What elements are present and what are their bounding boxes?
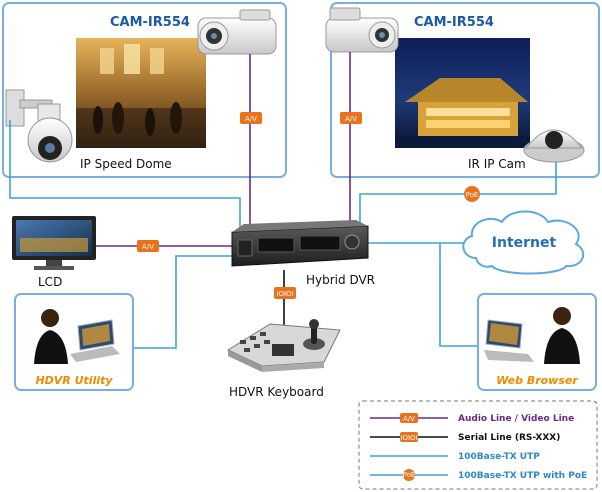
legend-utp-poe-line: PoE 100Base-TX UTP with PoE: [370, 469, 587, 481]
av-tag-left-cam: A/V: [240, 112, 262, 124]
utp-line-web-browser: [439, 243, 478, 347]
legend-serial-line: IOIOI Serial Line (RS-XXX): [370, 432, 560, 443]
utility-user-laptop-icon: [34, 309, 120, 364]
left-bullet-camera-icon: [197, 9, 277, 55]
ir-dome-camera-icon: [523, 129, 585, 163]
lobby-photo: [76, 38, 206, 148]
ir-ip-cam-label: IR IP Cam: [468, 157, 526, 171]
hybrid-dvr-icon: [231, 220, 369, 267]
svg-text:A/V: A/V: [142, 243, 154, 251]
dvr-label: Hybrid DVR: [306, 273, 375, 287]
hdvr-utility-label: HDVR Utility: [35, 374, 113, 387]
legend-av-line: A/V Audio Line / Video Line: [370, 413, 574, 424]
svg-text:PoE: PoE: [466, 191, 479, 199]
legend-utp-line: 100Base-TX UTP: [370, 452, 540, 462]
svg-text:100Base-TX UTP with PoE: 100Base-TX UTP with PoE: [458, 471, 587, 481]
speed-dome-camera-icon: [5, 89, 73, 163]
keyboard-label: HDVR Keyboard: [229, 385, 324, 399]
lcd-label: LCD: [38, 275, 62, 289]
hdvr-keyboard-icon: [226, 319, 341, 372]
left-camera-title: CAM-IR554: [110, 15, 190, 30]
svg-text:PoE: PoE: [403, 471, 416, 479]
right-camera-title: CAM-IR554: [414, 15, 494, 30]
av-tag-lcd: A/V: [137, 240, 159, 252]
serial-tag-keyboard: IOIOI: [274, 287, 296, 299]
svg-text:IOIOI: IOIOI: [400, 434, 417, 442]
svg-text:A/V: A/V: [403, 415, 415, 423]
internet-cloud-icon: [462, 210, 585, 275]
building-photo: [395, 38, 530, 148]
svg-text:A/V: A/V: [245, 115, 257, 123]
svg-text:Audio Line / Video Line: Audio Line / Video Line: [458, 414, 574, 424]
av-tag-right-cam: A/V: [340, 112, 362, 124]
right-bullet-camera-icon: [325, 7, 399, 53]
utp-line-speed-dome: [9, 120, 241, 232]
svg-text:100Base-TX UTP: 100Base-TX UTP: [458, 452, 540, 462]
utp-line-hdvr-utility: [134, 255, 236, 349]
svg-text:IOIOI: IOIOI: [276, 290, 293, 298]
lcd-monitor-icon: [12, 216, 96, 270]
browser-user-laptop-icon: [484, 307, 580, 364]
speed-dome-label: IP Speed Dome: [80, 157, 172, 171]
legend-box: [358, 400, 598, 490]
svg-text:Serial Line (RS-XXX): Serial Line (RS-XXX): [458, 433, 560, 443]
internet-label: Internet: [492, 235, 557, 251]
poe-tag-ir-cam: PoE: [464, 186, 480, 202]
web-browser-label: Web Browser: [496, 374, 578, 387]
utp-poe-line-ir-cam: [359, 162, 557, 228]
svg-text:A/V: A/V: [345, 115, 357, 123]
